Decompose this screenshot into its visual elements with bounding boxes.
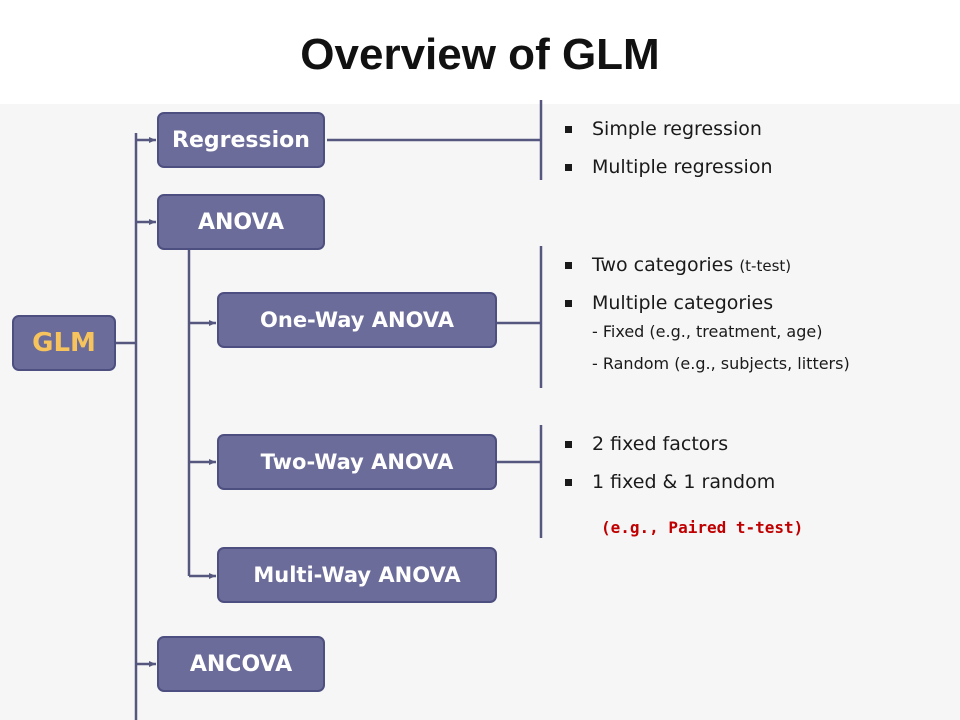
sub-item-random: - Random (e.g., subjects, litters) [592, 354, 850, 373]
one-way-list: Two categories (t-test) Multiple categor… [565, 256, 850, 373]
list-item: 2 fixed factors [565, 435, 775, 454]
bullet-square-icon [565, 262, 572, 269]
list-item: Multiple regression [565, 158, 772, 177]
anova-node-label: ANOVA [197, 209, 285, 235]
bullet-square-icon [565, 479, 572, 486]
list-item: Multiple categories [565, 294, 850, 313]
two-way-anova-label: Two-Way ANOVA [260, 450, 454, 474]
multi-way-anova-label: Multi-Way ANOVA [253, 563, 461, 587]
ancova-node-label: ANCOVA [189, 651, 293, 677]
multi-way-anova-node: Multi-Way ANOVA [217, 547, 497, 603]
ancova-node: ANCOVA [157, 636, 325, 692]
two-way-anova-node: Two-Way ANOVA [217, 434, 497, 490]
one-way-anova-label: One-Way ANOVA [260, 308, 454, 332]
one-way-anova-node: One-Way ANOVA [217, 292, 497, 348]
list-item: Simple regression [565, 120, 772, 139]
glm-node-label: GLM [32, 328, 96, 358]
regression-list: Simple regression Multiple regression [565, 120, 772, 177]
two-way-list: 2 fixed factors 1 fixed & 1 random [565, 435, 775, 492]
glm-node: GLM [12, 315, 116, 371]
bullet-square-icon [565, 126, 572, 133]
list-item: Two categories (t-test) [565, 256, 850, 276]
bullet-square-icon [565, 164, 572, 171]
sub-item-fixed: - Fixed (e.g., treatment, age) [592, 322, 823, 341]
bullet-square-icon [565, 441, 572, 448]
list-item: 1 fixed & 1 random [565, 473, 775, 492]
slide-title: Overview of GLM [300, 30, 660, 79]
anova-node: ANOVA [157, 194, 325, 250]
bullet-square-icon [565, 300, 572, 307]
paired-t-test-note: (e.g., Paired t-test) [601, 518, 804, 537]
regression-node: Regression [157, 112, 325, 168]
regression-node-label: Regression [172, 127, 310, 153]
